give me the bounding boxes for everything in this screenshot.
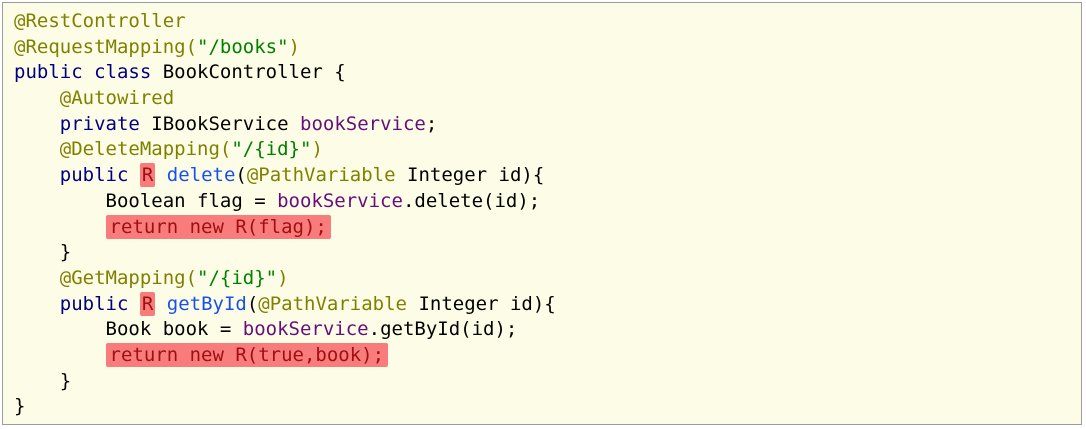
code-annotation: @PathVariable [258,292,419,315]
highlighted-type: R [139,291,156,316]
highlighted-type: R [139,163,156,188]
code-text: Book book = [105,318,243,341]
code-text: .delete(id); [402,189,541,212]
code-line: @DeleteMapping("/{id}") [14,137,556,163]
code-annotation: ) [288,35,300,58]
code-line: } [14,394,556,420]
highlighted-statement: return new R(true,book); [105,342,389,367]
code-indent [14,190,106,212]
code-string: "/books" [197,35,289,58]
code-indent [14,216,106,238]
code-line: } [14,240,556,266]
code-indent [14,87,60,109]
code-indent [14,267,60,289]
code-text: Integer id){ [407,164,545,187]
code-text: Integer id){ [418,292,556,315]
code-annotation: ) [277,266,289,289]
code-indent [14,318,106,340]
code-annotation: @Autowired [59,87,175,110]
code-method: delete [166,164,236,187]
code-text: .getById(id); [368,318,518,341]
code-field: bookService [277,189,403,212]
code-block: @RestController @RequestMapping("/books")… [14,9,556,420]
code-method: getById [166,292,247,315]
code-line: @RequestMapping("/books") [14,35,556,61]
code-indent [14,138,60,160]
code-line: public class BookController { [14,60,556,86]
code-field: bookService [300,112,426,135]
code-text: BookController { [162,61,346,84]
code-text: } [59,369,72,392]
code-text [155,164,166,186]
code-text: IBookService [151,112,300,135]
code-line: } [14,369,556,395]
code-line: return new R(flag); [14,214,556,241]
code-string: "/{id}" [231,138,312,161]
code-text: ; [425,112,438,135]
code-annotation: @GetMapping( [59,266,198,289]
code-indent [14,164,60,186]
code-line: @RestController [14,9,556,35]
code-indent [14,344,106,366]
code-text: } [14,395,26,418]
highlighted-statement: return new R(flag); [105,214,331,239]
code-line: public R getById(@PathVariable Integer i… [14,291,556,318]
code-indent [14,370,60,392]
code-line: public R delete(@PathVariable Integer id… [14,163,556,189]
code-indent [14,241,60,263]
code-line: @Autowired [14,86,556,112]
code-field: bookService [242,318,369,341]
code-text [155,293,166,315]
code-text: ( [246,292,259,315]
code-keyword: private [59,112,152,135]
code-keyword: public [59,292,140,315]
code-indent [14,293,60,315]
code-line: Boolean flag = bookService.delete(id); [14,189,556,215]
code-annotation: @PathVariable [246,164,407,187]
code-line: private IBookService bookService; [14,112,556,138]
code-line: Book book = bookService.getById(id); [14,317,556,343]
code-line: return new R(true,book); [14,342,556,369]
code-line: @GetMapping("/{id}") [14,266,556,292]
code-annotation: @DeleteMapping( [59,138,232,161]
code-keyword: public class [14,61,163,84]
code-annotation: @RestController [14,10,186,32]
code-text: ( [235,164,247,187]
code-text: } [59,241,72,264]
code-annotation: ) [311,138,323,161]
code-string: "/{id}" [197,266,278,289]
code-text: Boolean flag = [105,189,278,212]
code-annotation: @RequestMapping( [14,35,198,58]
code-keyword: public [59,164,140,187]
code-indent [14,113,60,135]
